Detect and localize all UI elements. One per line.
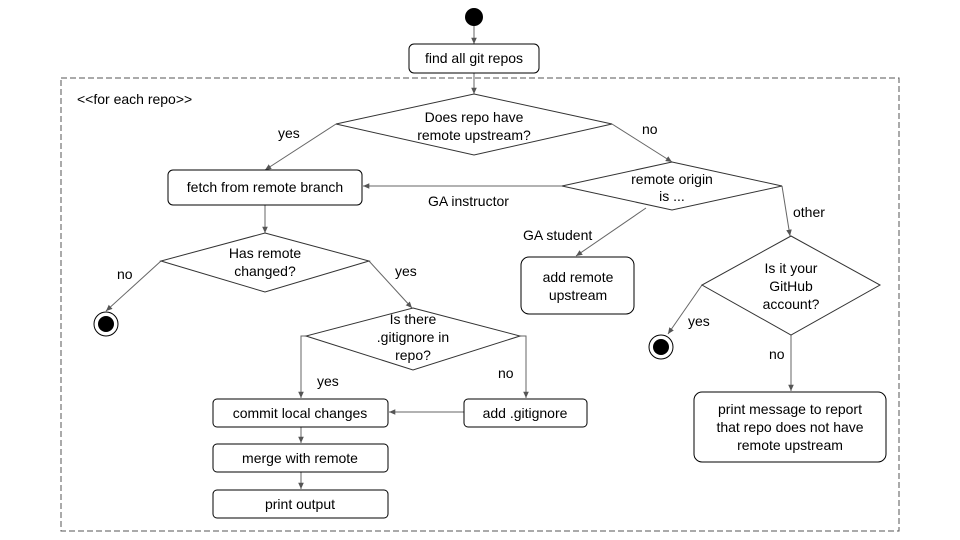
edge-upstream-origin — [611, 123, 673, 163]
svg-text:that repo does not have: that repo does not have — [716, 419, 863, 435]
svg-text:remote origin: remote origin — [631, 171, 713, 187]
decision-gitignore-in-repo: Is there .gitignore in repo? — [304, 307, 522, 371]
svg-text:merge with remote: merge with remote — [242, 450, 358, 466]
start-node — [465, 8, 483, 26]
svg-text:Is there: Is there — [390, 311, 437, 327]
edge-origin-github — [781, 185, 792, 237]
edge-origin-add-upstream — [575, 207, 647, 257]
svg-text:Is it your: Is it your — [765, 260, 818, 276]
node-print-message: print message to report that repo does n… — [693, 391, 887, 463]
svg-text:is ...: is ... — [659, 188, 685, 204]
svg-text:print message to report: print message to report — [718, 401, 862, 417]
svg-text:add remote: add remote — [543, 269, 614, 285]
label-ga-student: GA student — [523, 227, 592, 243]
node-merge-with-remote: merge with remote — [212, 443, 389, 473]
svg-text:GitHub: GitHub — [769, 278, 813, 294]
for-each-repo-frame — [60, 77, 900, 532]
edge-github-end — [667, 284, 703, 335]
svg-text:Does repo have: Does repo have — [425, 109, 524, 125]
label-ga-instructor: GA instructor — [428, 193, 509, 209]
frame-label: <<for each repo>> — [77, 91, 192, 107]
edge-upstream-fetch — [264, 123, 337, 171]
end-node-remote-unchanged — [93, 311, 119, 337]
end-node-github-account — [648, 334, 674, 360]
svg-text:changed?: changed? — [234, 263, 296, 279]
label-changed-no: no — [117, 266, 133, 282]
label-other: other — [793, 204, 825, 220]
svg-text:upstream: upstream — [549, 287, 607, 303]
node-print-output: print output — [212, 489, 389, 519]
label-github-no: no — [769, 346, 785, 362]
edge-gitignore-add — [520, 335, 529, 398]
svg-text:print output: print output — [265, 496, 335, 512]
edge-gitignore-commit — [298, 335, 306, 398]
label-changed-yes: yes — [395, 263, 417, 279]
node-find-all-git-repos: find all git repos — [408, 43, 540, 74]
label-gitignore-yes: yes — [317, 373, 339, 389]
node-commit-local-changes: commit local changes — [212, 398, 389, 428]
svg-text:commit local changes: commit local changes — [233, 405, 368, 421]
svg-text:fetch from remote branch: fetch from remote branch — [187, 179, 343, 195]
decision-remote-origin: remote origin is ... — [561, 161, 783, 211]
decision-has-remote-upstream: Does repo have remote upstream? — [335, 93, 613, 156]
svg-text:remote upstream?: remote upstream? — [417, 127, 531, 143]
node-add-gitignore: add .gitignore — [463, 398, 588, 428]
label-upstream-yes: yes — [278, 125, 300, 141]
label-upstream-no: no — [642, 121, 658, 137]
svg-text:remote upstream: remote upstream — [737, 437, 843, 453]
svg-text:account?: account? — [763, 296, 820, 312]
svg-text:.gitignore in: .gitignore in — [377, 329, 449, 345]
svg-text:repo?: repo? — [395, 347, 431, 363]
label-gitignore-no: no — [498, 365, 514, 381]
label-github-yes: yes — [688, 313, 710, 329]
node-add-remote-upstream: add remote upstream — [520, 256, 635, 315]
svg-text:Has remote: Has remote — [229, 245, 302, 261]
decision-github-account: Is it your GitHub account? — [700, 235, 882, 336]
edge-changed-gitignore — [368, 260, 413, 309]
node-fetch-from-remote-branch: fetch from remote branch — [167, 169, 363, 206]
svg-text:find all git repos: find all git repos — [425, 50, 523, 66]
decision-has-remote-changed: Has remote changed? — [159, 232, 371, 293]
edge-changed-end — [105, 260, 162, 312]
svg-text:add .gitignore: add .gitignore — [483, 405, 568, 421]
